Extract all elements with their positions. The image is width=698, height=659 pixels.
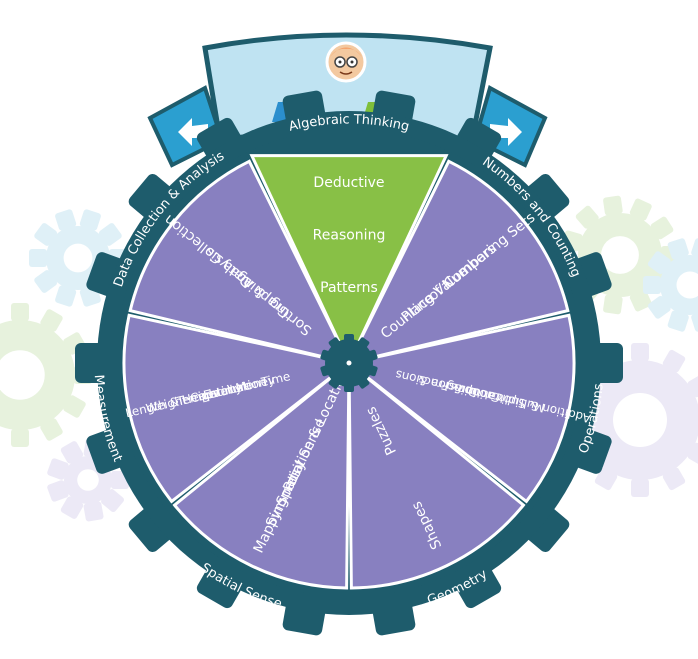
gear-tooth <box>128 505 175 552</box>
arrow-left-icon <box>178 118 208 146</box>
background-gear-icon <box>643 238 698 332</box>
wheel-gear-teeth <box>75 90 623 636</box>
wheel-hub <box>320 334 378 392</box>
professor-avatar-icon <box>325 41 367 83</box>
gear-tooth <box>128 174 175 221</box>
topic-reasoning[interactable]: Reasoning <box>313 228 386 244</box>
background-gear-icon <box>563 343 698 497</box>
topic-time[interactable]: Time <box>259 369 292 389</box>
gear-tooth <box>523 174 570 221</box>
arrow-right-icon <box>490 118 522 146</box>
gear-tooth <box>523 505 570 552</box>
category-label-algebraic-thinking[interactable]: Algebraic Thinking <box>287 112 410 134</box>
topic-patterns[interactable]: Patterns <box>320 280 378 296</box>
topic-deductive[interactable]: Deductive <box>313 175 384 191</box>
background-gear-icon <box>0 303 92 447</box>
